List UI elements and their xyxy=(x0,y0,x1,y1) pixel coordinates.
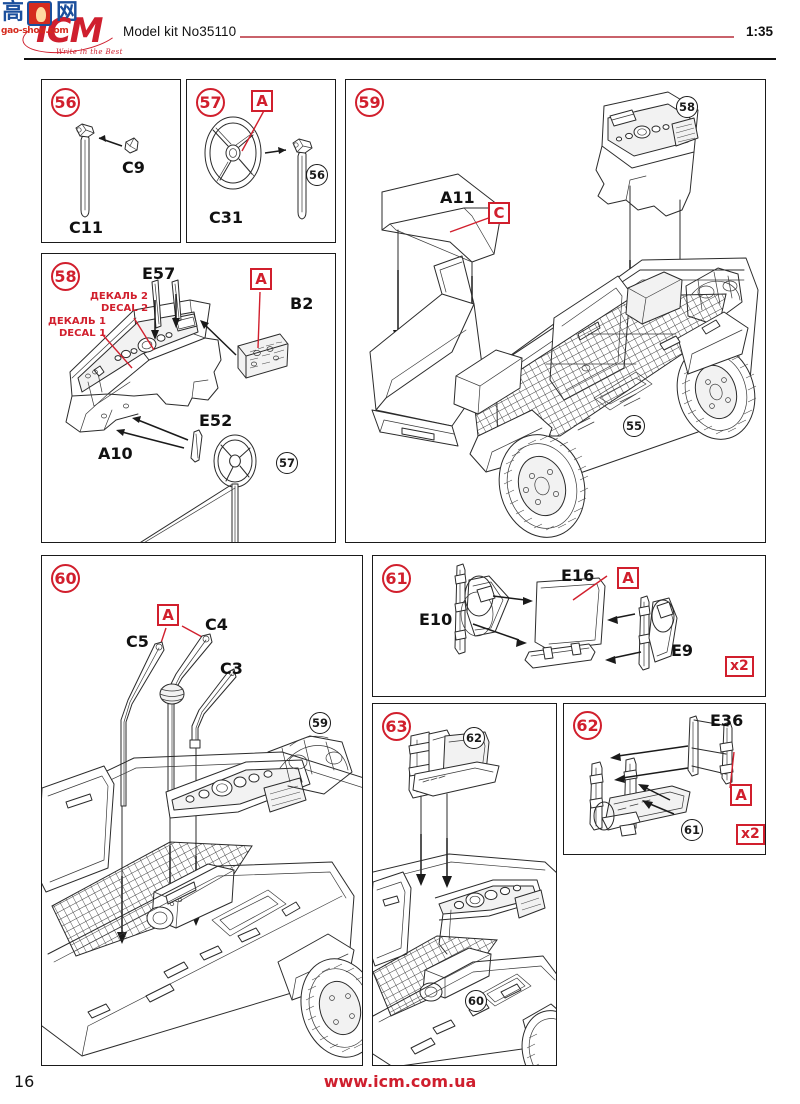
part-label-E9: E9 xyxy=(671,641,694,660)
ref-badge-55: 55 xyxy=(623,415,645,437)
step-panel-62: 62 A 61 x2 xyxy=(563,703,766,855)
step-61-artwork xyxy=(454,563,678,671)
step-60-artwork xyxy=(42,625,362,1058)
decal-1-en: DECAL 1 xyxy=(59,327,107,339)
decal-2-en: DECAL 2 xyxy=(101,302,149,314)
website-link[interactable]: www.icm.com.ua xyxy=(323,1072,477,1091)
ref-badge-56: 56 xyxy=(306,164,328,186)
step-number-61: 61 xyxy=(382,564,411,593)
step-number-56: 56 xyxy=(51,88,80,117)
part-label-E16: E16 xyxy=(561,566,595,585)
header-bottom-divider xyxy=(24,58,776,60)
step-panel-56: 56 C9 C11 xyxy=(41,79,181,243)
step-63-artwork xyxy=(373,729,556,1065)
step-number-63: 63 xyxy=(382,712,411,741)
page-header: ICM Write in the Best 高 网 gao-shou.com M… xyxy=(0,0,800,62)
step-number-60: 60 xyxy=(51,564,80,593)
page-title: Model kit No35110 xyxy=(123,24,237,39)
page-number: 16 xyxy=(14,1072,35,1091)
part-label-E10: E10 xyxy=(419,610,453,629)
decal-1-ru: ДЕКАЛЬ 1 xyxy=(48,316,107,327)
part-label-C5: C5 xyxy=(126,632,149,651)
decal-2-ru: ДЕКАЛЬ 2 xyxy=(90,291,149,302)
step-58-artwork xyxy=(65,279,289,542)
part-label-C11: C11 xyxy=(69,218,104,237)
quantity-badge-62: x2 xyxy=(736,824,765,845)
decal-label-1: ДЕКАЛЬ 1 DECAL 1 xyxy=(48,316,106,339)
gao-shou-watermark: 高 网 gao-shou.com xyxy=(0,0,96,42)
wheel-front xyxy=(498,434,589,538)
watermark-url: gao-shou.com xyxy=(1,26,69,36)
part-label-A10: A10 xyxy=(98,444,133,463)
part-label-C31: C31 xyxy=(209,208,244,227)
part-label-B2: B2 xyxy=(290,294,314,313)
ref-badge-61-in-62: 61 xyxy=(681,819,703,841)
part-label-E52: E52 xyxy=(199,411,233,430)
icm-tagline: Write in the Best xyxy=(56,48,123,56)
step-number-62: 62 xyxy=(573,711,602,740)
part-label-A11: A11 xyxy=(440,188,475,207)
step-number-59: 59 xyxy=(355,88,384,117)
step-62-artwork xyxy=(589,715,735,837)
glue-mark-A-61: A xyxy=(617,567,639,589)
step-panel-63: 63 62 60 xyxy=(372,703,557,1066)
ref-badge-58: 58 xyxy=(676,96,698,118)
ref-badge-62: 62 xyxy=(463,727,485,749)
step-panel-59: 59 C 58 55 xyxy=(345,79,766,543)
glue-mark-A-60: A xyxy=(157,604,179,626)
step-panel-61: 61 A x2 xyxy=(372,555,766,697)
step-number-57: 57 xyxy=(196,88,225,117)
step-panel-57: 57 A 56 C31 xyxy=(186,79,336,243)
glue-mark-A-62: A xyxy=(730,784,752,806)
step-56-artwork xyxy=(75,123,139,218)
quantity-badge-61: x2 xyxy=(725,656,754,677)
glue-mark-C-59: C xyxy=(488,202,510,224)
decal-label-2: ДЕКАЛЬ 2 DECAL 2 xyxy=(90,291,148,314)
header-divider xyxy=(240,36,734,38)
step-number-58: 58 xyxy=(51,262,80,291)
glue-mark-A-58: A xyxy=(250,268,272,290)
step-panel-58: 58 A 57 xyxy=(41,253,336,543)
step-57-artwork xyxy=(204,106,313,220)
watermark-cjk-right: 网 xyxy=(56,0,79,25)
step-59-artwork xyxy=(369,91,759,538)
ref-badge-59: 59 xyxy=(309,712,331,734)
part-label-C3: C3 xyxy=(220,659,243,678)
part-label-E57: E57 xyxy=(142,264,176,283)
ref-badge-57: 57 xyxy=(276,452,298,474)
ref-badge-60-in-63: 60 xyxy=(465,990,487,1012)
scale-label: 1:35 xyxy=(745,24,773,39)
part-label-C9: C9 xyxy=(122,158,145,177)
watermark-flame-icon xyxy=(27,1,52,26)
part-label-C4: C4 xyxy=(205,615,228,634)
part-label-E36: E36 xyxy=(710,711,744,730)
watermark-cjk-left: 高 xyxy=(2,0,25,25)
glue-mark-A-57: A xyxy=(251,90,273,112)
step-panel-60: 60 A 59 xyxy=(41,555,363,1066)
